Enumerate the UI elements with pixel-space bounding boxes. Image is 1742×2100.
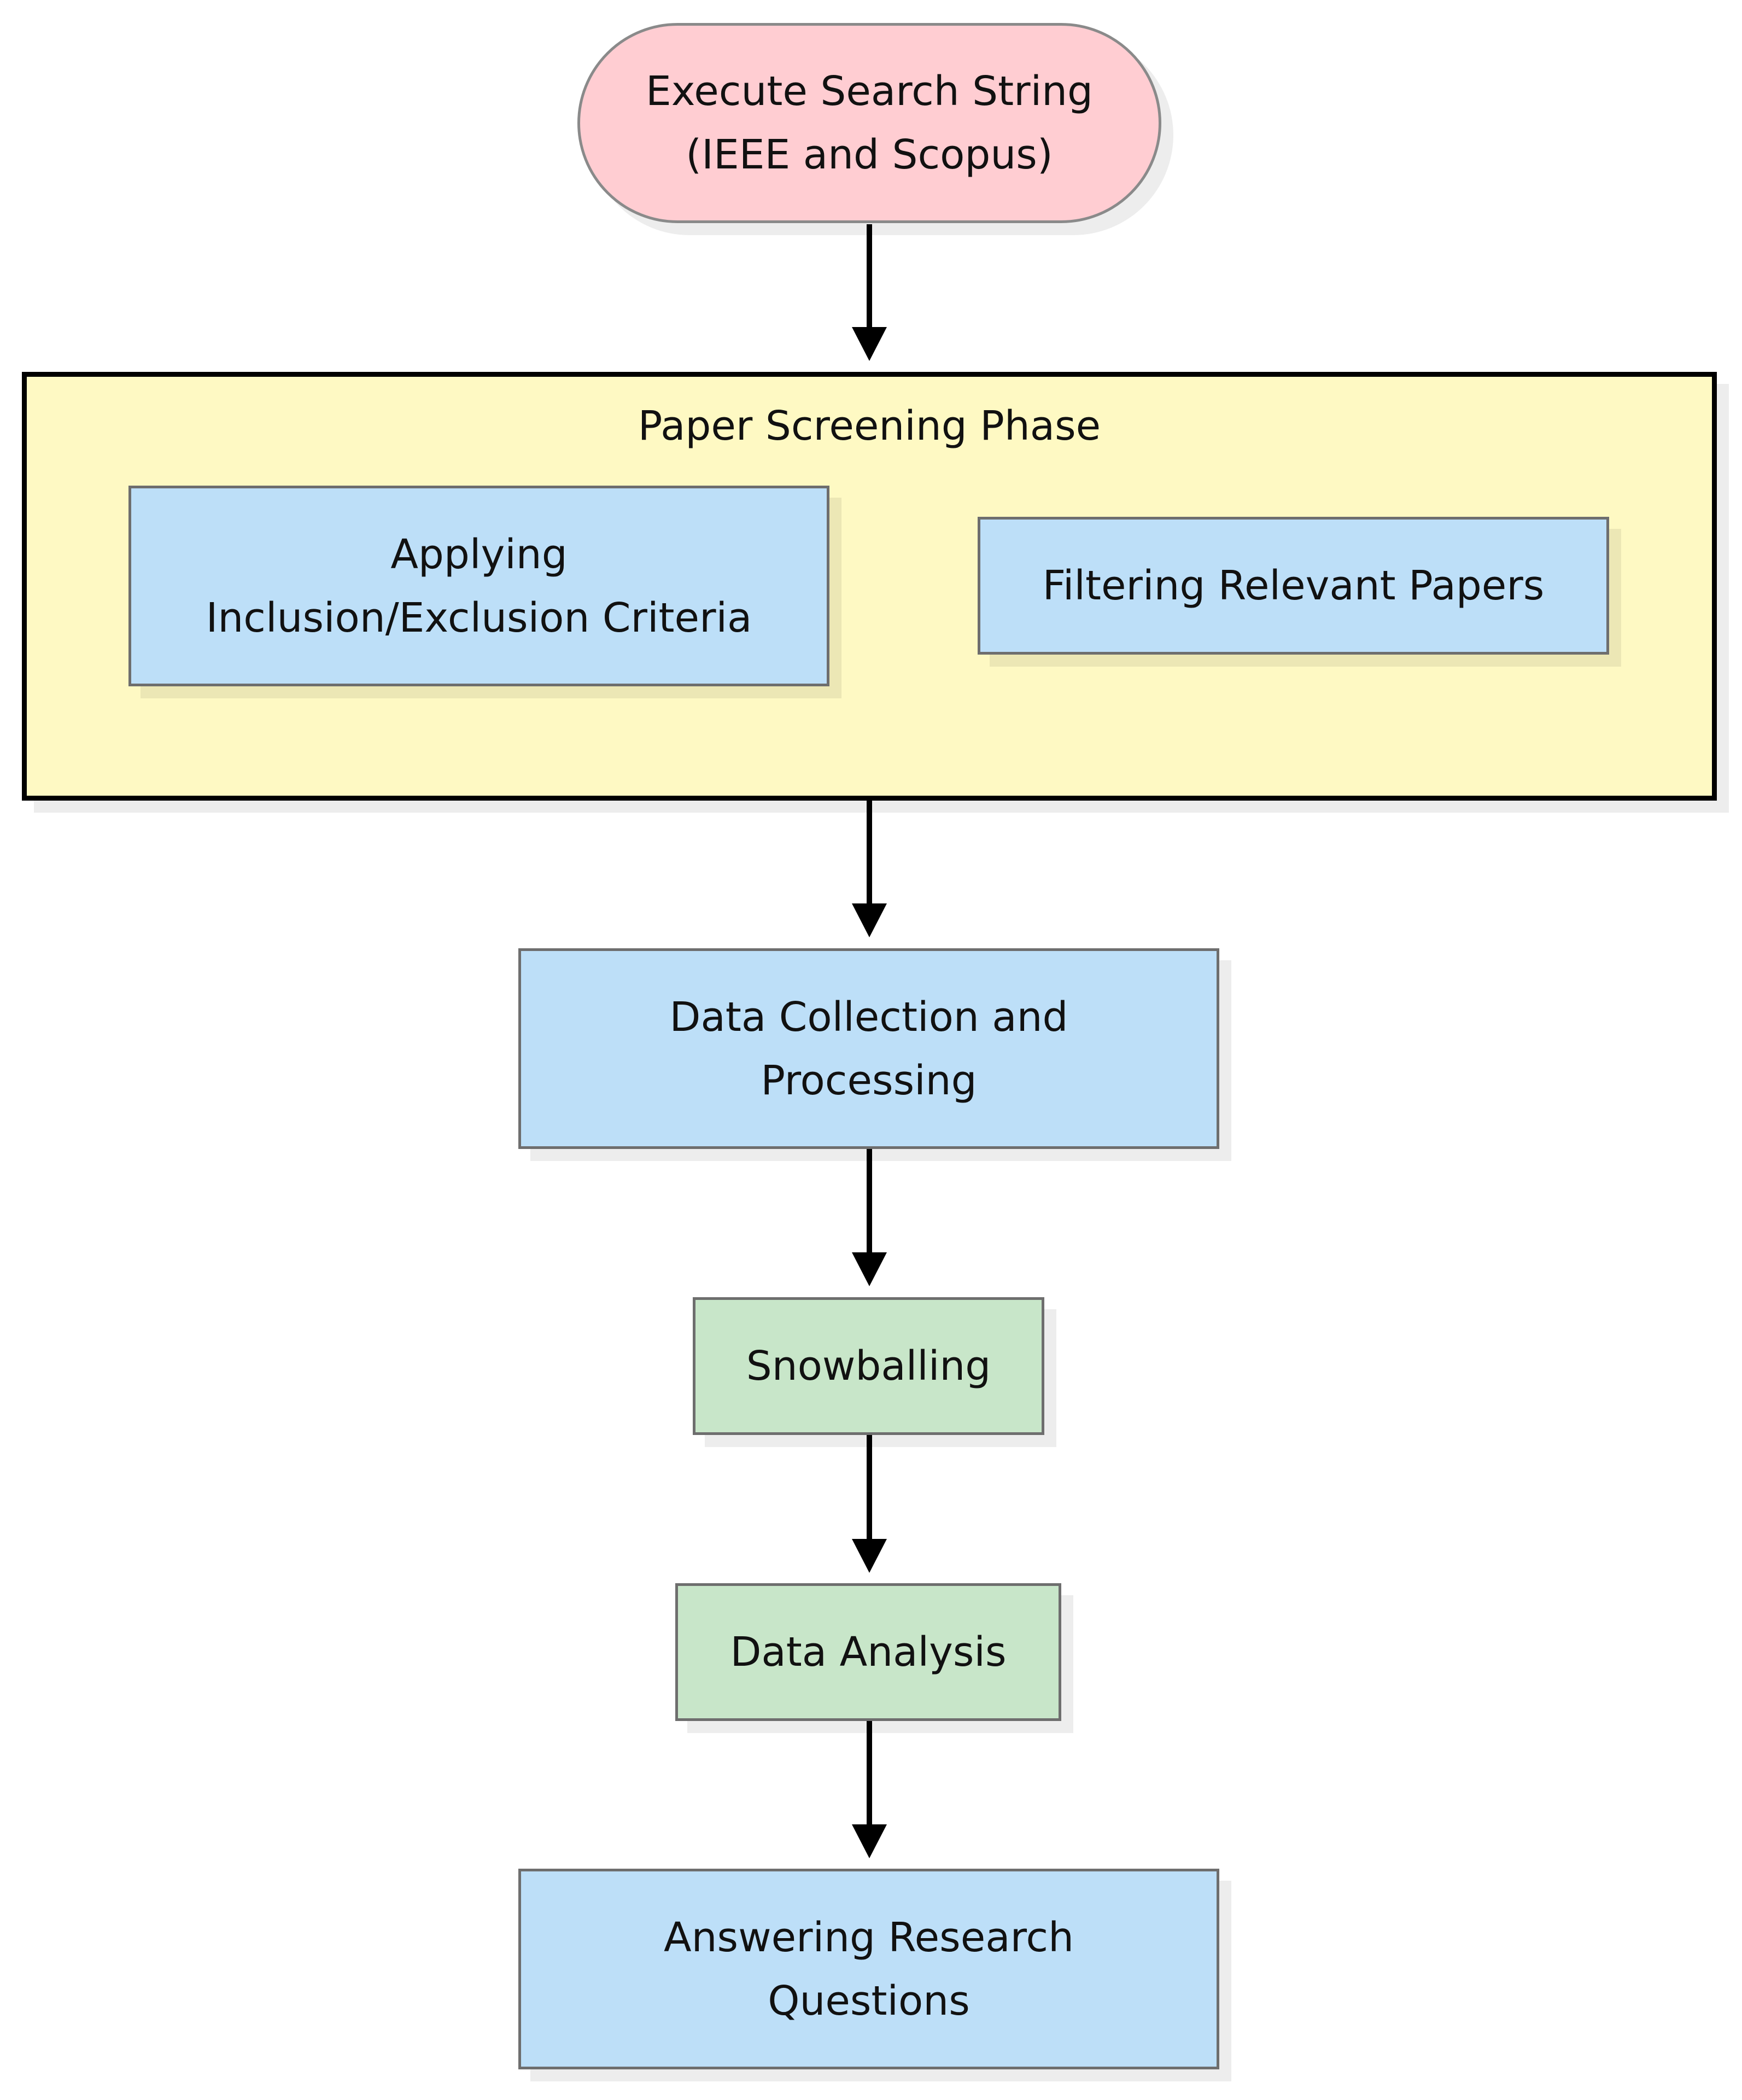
start-node: Execute Search String (IEEE and Scopus) — [577, 23, 1161, 223]
collection-node-line2: Processing — [761, 1057, 977, 1104]
filtering-node-line1: Filtering Relevant Papers — [1042, 562, 1545, 609]
start-node-line2: (IEEE and Scopus) — [686, 131, 1053, 178]
filtering-papers-node: Filtering Relevant Papers — [978, 517, 1609, 655]
answering-node-line2: Questions — [768, 1977, 970, 2025]
answering-node-line1: Answering Research — [664, 1914, 1074, 1961]
inclusion-node-line1: Applying — [390, 530, 568, 578]
snowballing-node: Snowballing — [693, 1297, 1044, 1435]
data-analysis-node: Data Analysis — [675, 1583, 1061, 1721]
analysis-node-line1: Data Analysis — [730, 1629, 1007, 1676]
group-label: Paper Screening Phase — [638, 402, 1101, 450]
arrowhead-analysis — [852, 1539, 887, 1573]
data-collection-node: Data Collection and Processing — [518, 948, 1219, 1149]
arrowhead-collection — [852, 903, 887, 937]
arrowhead-snowballing — [852, 1252, 887, 1286]
inclusion-node-line2: Inclusion/Exclusion Criteria — [206, 594, 752, 641]
collection-node-line1: Data Collection and — [669, 993, 1068, 1041]
inclusion-criteria-node: Applying Inclusion/Exclusion Criteria — [128, 486, 829, 686]
answering-questions-node: Answering Research Questions — [518, 1869, 1219, 2069]
snowballing-node-line1: Snowballing — [746, 1343, 991, 1390]
start-node-line1: Execute Search String — [645, 68, 1094, 115]
arrowhead-group — [852, 327, 887, 361]
arrowhead-answering — [852, 1824, 887, 1858]
